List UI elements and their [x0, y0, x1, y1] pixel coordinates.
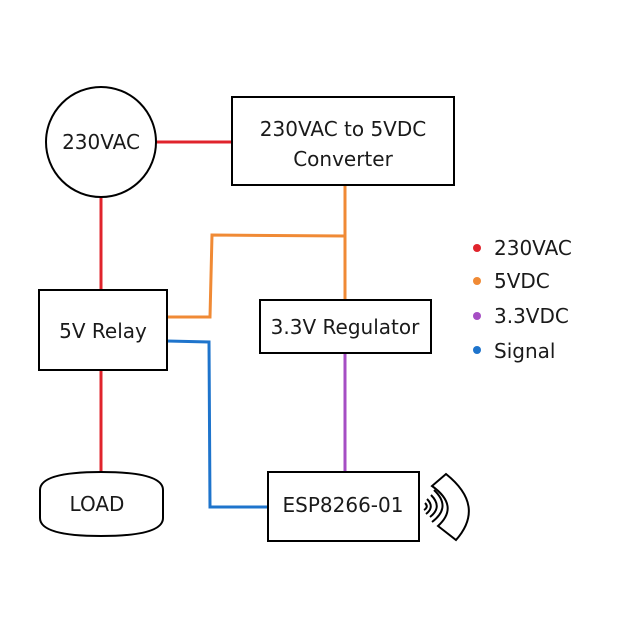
legend: 230VAC 5VDC 3.3VDC Signal	[473, 236, 572, 363]
converter-label-line1: 230VAC to 5VDC	[260, 117, 426, 141]
relay-block: 5V Relay	[38, 289, 168, 371]
wire-5v-to-relay	[167, 233, 346, 319]
source-230vac: 230VAC	[45, 86, 157, 198]
wire-signal-relay-esp	[166, 339, 268, 509]
converter-label-line2: Converter	[293, 147, 393, 171]
legend-item-5vdc: 5VDC	[473, 269, 550, 293]
wireless-signal-icon	[423, 472, 470, 542]
legend-item-signal: Signal	[473, 339, 555, 363]
legend-label: 5VDC	[494, 269, 550, 293]
legend-label: 230VAC	[494, 236, 572, 260]
esp-label: ESP8266-01	[283, 493, 404, 517]
source-label: 230VAC	[62, 130, 140, 154]
esp-block: ESP8266-01	[267, 471, 420, 542]
regulator-label: 3.3V Regulator	[271, 315, 420, 339]
regulator-block: 3.3V Regulator	[259, 299, 432, 354]
load-block: LOAD	[39, 470, 164, 538]
legend-label: 3.3VDC	[494, 304, 569, 328]
legend-item-230vac: 230VAC	[473, 236, 572, 260]
load-label: LOAD	[70, 492, 125, 516]
relay-label: 5V Relay	[59, 319, 147, 343]
converter-block: 230VAC to 5VDC Converter	[231, 96, 455, 186]
wires	[99, 140, 347, 509]
legend-label: Signal	[494, 339, 555, 363]
legend-item-33vdc: 3.3VDC	[473, 304, 569, 328]
